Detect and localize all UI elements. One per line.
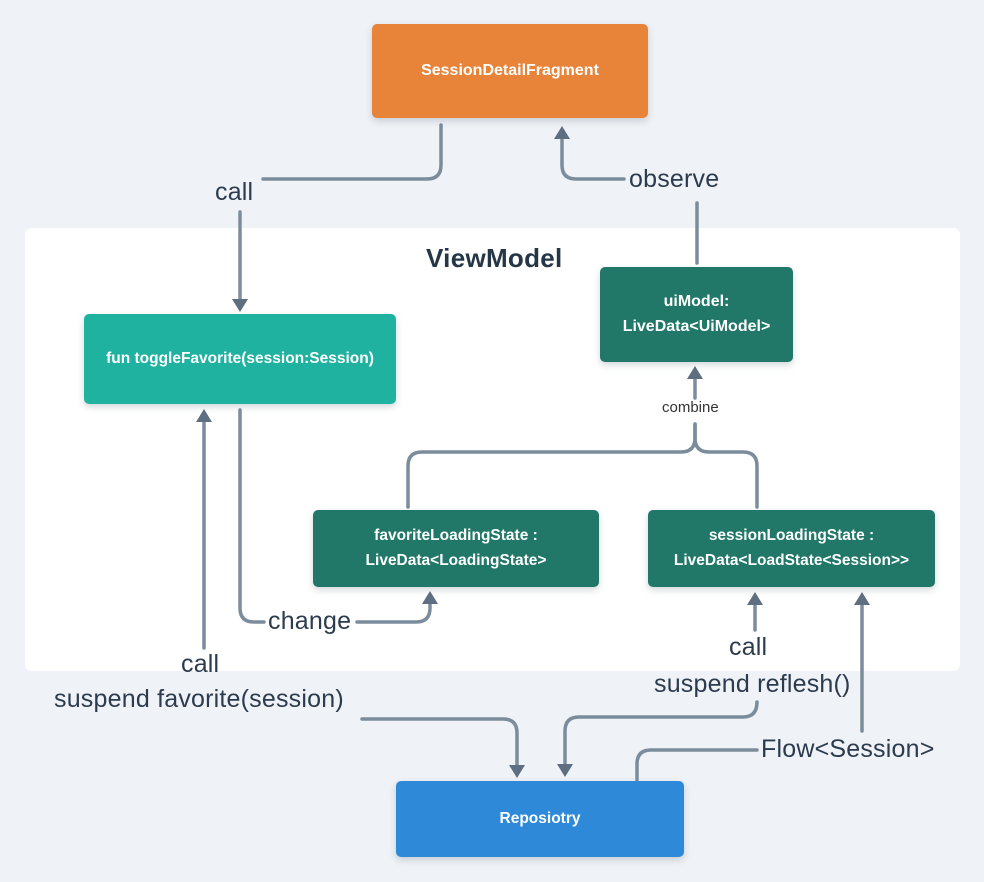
edge-label-call-fragment: call: [215, 178, 254, 206]
edge-label-flow-session: Flow<Session>: [761, 735, 935, 763]
edge-change-to-favoritestate: [355, 591, 438, 624]
viewmodel-container-title: ViewModel: [426, 243, 563, 273]
node-toggle-favorite-label: fun toggleFavorite(session:Session): [106, 349, 374, 367]
node-uimodel-line1: uiModel:: [663, 292, 730, 310]
edge-suspendfavorite-to-repository: [360, 717, 525, 778]
edge-togglefavorite-to-change-label: [238, 408, 266, 624]
edge-suspendrefresh-to-repository: [557, 700, 759, 777]
edge-suspendrefresh-to-sessionstate: [747, 592, 763, 632]
edge-label-change: change: [268, 607, 352, 635]
node-session-detail-fragment: SessionDetailFragment: [372, 24, 648, 118]
node-repository-label: Reposiotry: [499, 809, 581, 827]
node-session-loading-state-line1: sessionLoadingState :: [708, 527, 875, 545]
node-session-loading-state-line2: LiveData<LoadState<Session>>: [673, 551, 910, 569]
edge-observe-to-fragment: [554, 126, 626, 181]
edge-call-to-togglefavorite: [232, 210, 248, 312]
node-session-detail-fragment-label: SessionDetailFragment: [421, 61, 599, 79]
node-favorite-loading-state-line1: favoriteLoadingState :: [374, 527, 538, 545]
node-favorite-loading-state: favoriteLoadingState : LiveData<LoadingS…: [313, 510, 599, 587]
node-uimodel-line2: LiveData<UiModel>: [622, 317, 771, 335]
edge-label-suspend-refresh: suspend reflesh(): [654, 670, 851, 698]
node-session-loading-state: sessionLoadingState : LiveData<LoadState…: [648, 510, 935, 587]
edge-combine-to-uimodel: [687, 366, 703, 400]
viewmodel-container: [25, 228, 960, 671]
edge-repository-to-flowsession-label: [635, 748, 759, 782]
edge-label-suspend-favorite: suspend favorite(session): [54, 685, 344, 713]
edge-suspendfavorite-to-togglefavorite: [196, 409, 212, 650]
edge-label-observe: observe: [629, 165, 720, 193]
node-uimodel-livedata: uiModel: LiveData<UiModel>: [600, 267, 793, 362]
node-repository: Reposiotry: [396, 781, 684, 857]
node-favorite-loading-state-line2: LiveData<LoadingState>: [365, 551, 547, 569]
edge-flowsession-to-sessionstate: [854, 592, 870, 733]
combine-bracket: [406, 422, 759, 509]
edge-label-combine: combine: [662, 399, 719, 416]
edge-label-call-refresh: call: [729, 633, 768, 661]
edge-label-call-favorite: call: [181, 650, 220, 678]
edge-fragment-to-call-label: [261, 123, 443, 181]
node-toggle-favorite-function: fun toggleFavorite(session:Session): [84, 314, 396, 404]
